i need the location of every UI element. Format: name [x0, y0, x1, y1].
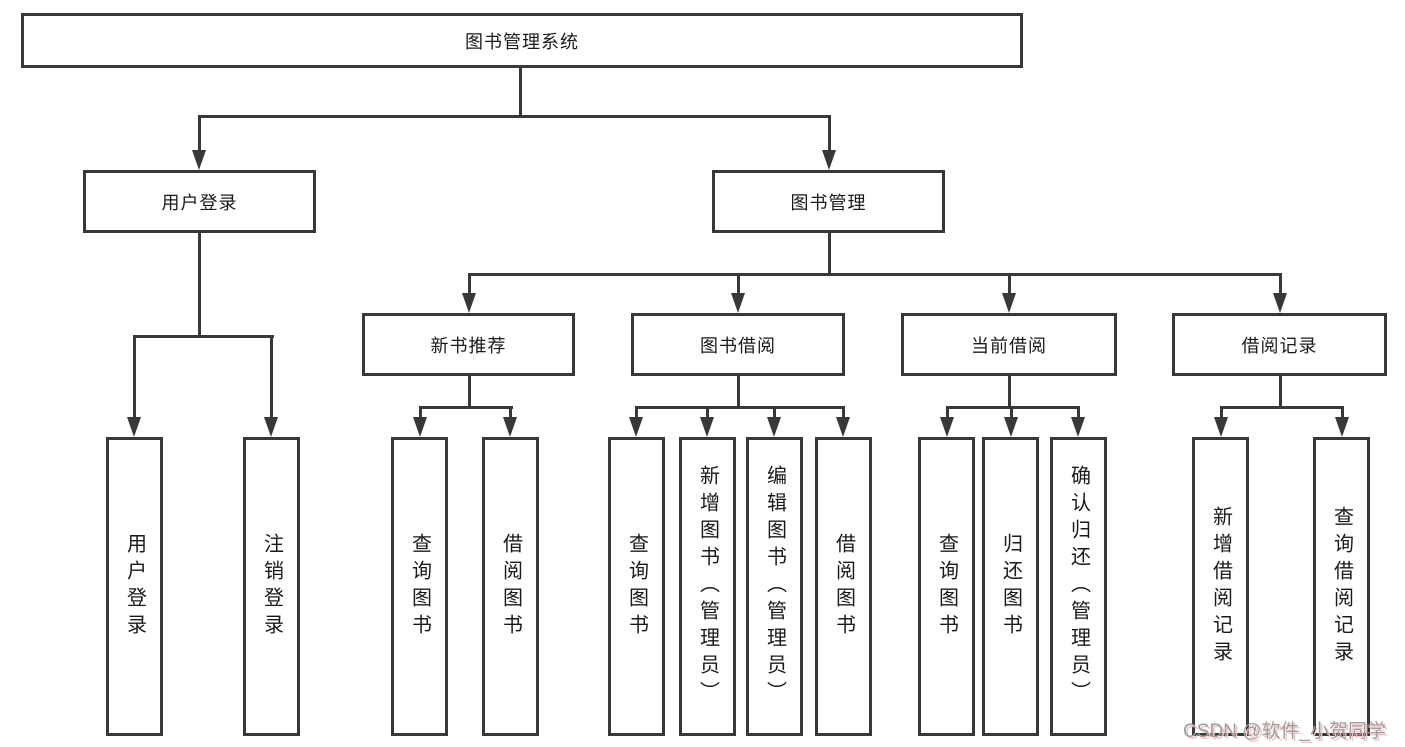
connector-borrow-drop-4 — [842, 406, 845, 419]
connector-current-drop-2 — [1010, 406, 1013, 419]
arrowhead-current-confirm — [1071, 417, 1085, 437]
connector-root-rail — [198, 115, 831, 118]
leaf-current-query-books: 查询图书 — [918, 437, 975, 736]
connector-current-drop-1 — [946, 406, 949, 419]
leaf-newbook-borrow-books: 借阅图书 — [482, 437, 539, 736]
leaf-borrow-add-books-admin-label: 新增图书（管理员） — [696, 465, 719, 708]
arrowhead-book-management — [822, 150, 836, 170]
csdn-watermark: CSDN @软件_小贺同学 — [1183, 721, 1386, 742]
connector-current-stem — [1008, 376, 1011, 409]
leaf-borrow-add-books-admin: 新增图书（管理员） — [679, 437, 736, 736]
leaf-current-confirm-return-admin-label: 确认归还（管理员） — [1067, 465, 1090, 708]
connector-root-drop-right — [828, 115, 831, 152]
arrowhead-record-add — [1214, 417, 1228, 437]
leaf-user-login-label: 用户登录 — [123, 532, 146, 641]
arrowhead-newbook-query — [413, 417, 427, 437]
arrowhead-current-query — [940, 417, 954, 437]
connector-newbook-rail — [419, 406, 513, 409]
connector-record-drop-1 — [1220, 406, 1223, 419]
leaf-borrow-lend-books-label: 借阅图书 — [832, 532, 855, 641]
connector-borrow-drop-3 — [773, 406, 776, 419]
arrowhead-leaf-user-login — [127, 417, 141, 437]
arrowhead-book-borrow — [731, 293, 745, 313]
leaf-current-return-books-label: 归还图书 — [999, 532, 1022, 641]
connector-mgmt-drop-2 — [737, 273, 740, 295]
leaf-user-login: 用户登录 — [106, 437, 163, 736]
leaf-logout-label: 注销登录 — [260, 532, 283, 641]
node-book-management-system: 图书管理系统 — [21, 13, 1023, 68]
connector-record-rail — [1220, 406, 1344, 409]
connector-login-rail — [133, 335, 274, 338]
leaf-newbook-borrow-books-label: 借阅图书 — [499, 532, 522, 641]
arrowhead-borrow-edit — [767, 417, 781, 437]
node-current-borrow: 当前借阅 — [901, 313, 1117, 376]
connector-newbook-drop-2 — [509, 406, 512, 419]
connector-login-drop-2 — [270, 335, 273, 417]
arrowhead-leaf-logout — [264, 417, 278, 437]
arrowhead-borrow-query — [629, 417, 643, 437]
arrowhead-borrow-lend — [836, 417, 850, 437]
connector-borrow-drop-2 — [706, 406, 709, 419]
connector-root-stem — [519, 66, 522, 118]
arrowhead-newbook-borrow — [503, 417, 517, 437]
connector-borrow-drop-1 — [635, 406, 638, 419]
node-borrow-record: 借阅记录 — [1172, 313, 1387, 376]
leaf-record-query-borrow-record: 查询借阅记录 — [1313, 437, 1370, 736]
connector-current-drop-3 — [1077, 406, 1080, 419]
node-book-management: 图书管理 — [712, 170, 945, 233]
leaf-record-add-borrow-record: 新增借阅记录 — [1192, 437, 1249, 736]
leaf-record-add-borrow-record-label: 新增借阅记录 — [1209, 505, 1232, 668]
connector-mgmt-drop-3 — [1008, 273, 1011, 295]
connector-current-rail — [946, 406, 1080, 409]
arrowhead-borrow-add — [700, 417, 714, 437]
arrowhead-borrow-record — [1273, 293, 1287, 313]
leaf-current-confirm-return-admin: 确认归还（管理员） — [1050, 437, 1107, 736]
connector-mgmt-drop-1 — [468, 273, 471, 295]
arrowhead-current-borrow — [1002, 293, 1016, 313]
leaf-borrow-edit-books-admin-label: 编辑图书（管理员） — [763, 465, 786, 708]
arrowhead-user-login — [192, 150, 206, 170]
connector-mgmt-drop-4 — [1279, 273, 1282, 295]
leaf-logout: 注销登录 — [243, 437, 300, 736]
arrowhead-record-query — [1335, 417, 1349, 437]
leaf-borrow-query-books: 查询图书 — [608, 437, 665, 736]
connector-newbook-stem — [468, 376, 471, 409]
connector-root-drop-left — [198, 115, 201, 152]
leaf-newbook-query-books: 查询图书 — [391, 437, 448, 736]
connector-record-stem — [1279, 376, 1282, 409]
leaf-record-query-borrow-record-label: 查询借阅记录 — [1330, 505, 1353, 668]
leaf-newbook-query-books-label: 查询图书 — [408, 532, 431, 641]
leaf-current-query-books-label: 查询图书 — [935, 532, 958, 641]
arrowhead-current-return — [1004, 417, 1018, 437]
connector-login-stem — [198, 233, 201, 338]
leaf-borrow-lend-books: 借阅图书 — [815, 437, 872, 736]
leaf-borrow-query-books-label: 查询图书 — [625, 532, 648, 641]
node-user-login: 用户登录 — [83, 170, 316, 233]
connector-borrow-stem — [737, 376, 740, 409]
connector-record-drop-2 — [1341, 406, 1344, 419]
connector-mgmt-rail — [468, 273, 1282, 276]
leaf-borrow-edit-books-admin: 编辑图书（管理员） — [746, 437, 803, 736]
node-book-borrow: 图书借阅 — [631, 313, 845, 376]
connector-newbook-drop-1 — [419, 406, 422, 419]
arrowhead-new-book — [462, 293, 476, 313]
connector-login-drop-1 — [133, 335, 136, 417]
leaf-current-return-books: 归还图书 — [982, 437, 1039, 736]
node-new-book-recommend: 新书推荐 — [362, 313, 575, 376]
connector-mgmt-stem — [828, 233, 831, 276]
connector-borrow-rail — [635, 406, 845, 409]
